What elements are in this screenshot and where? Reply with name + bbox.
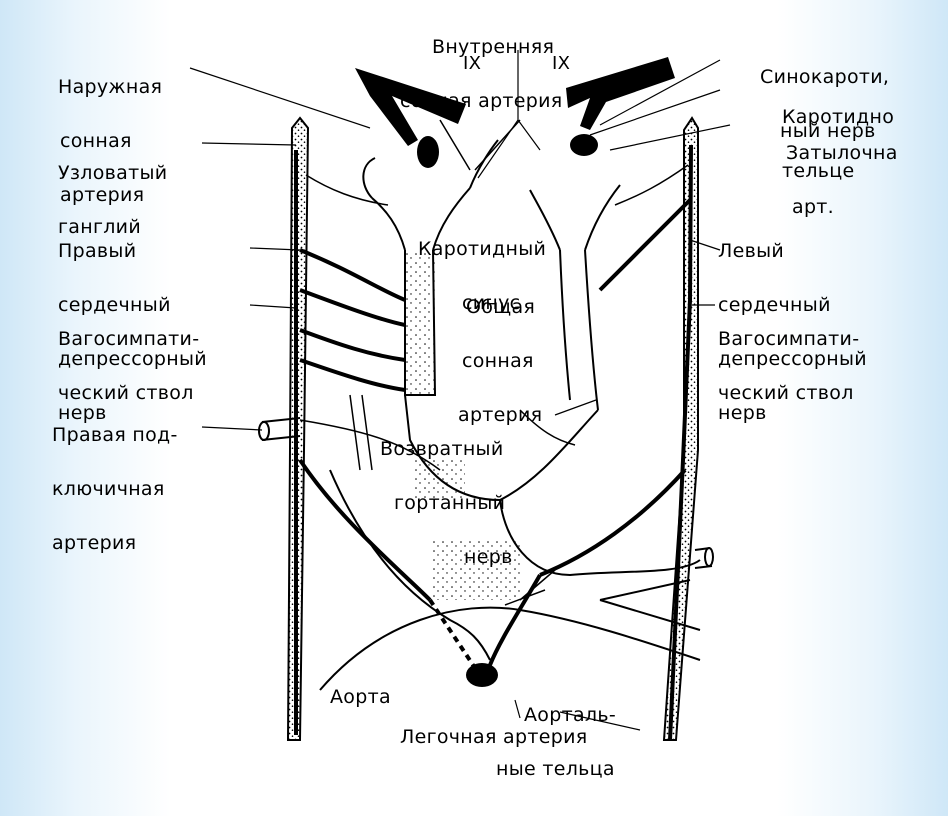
- carotid-body-right: [570, 134, 598, 156]
- label-vagosympathetic-left: Вагосимпати- ческий ствол: [718, 294, 859, 438]
- label-ix-right: IX: [552, 55, 570, 73]
- label-recurrent-laryngeal: Возвратный гортанный нерв: [380, 404, 513, 602]
- label-right-subclavian: Правая под- ключичная артерия: [52, 390, 178, 588]
- label-ix-left: IX: [463, 55, 481, 73]
- diagram-stage: Внутренняя сонная артерия IX IX Наружная…: [0, 0, 948, 751]
- label-pulmonary-artery: Легочная артерия: [400, 728, 587, 746]
- label-aorta: Аорта: [330, 688, 391, 706]
- aortic-body: [466, 663, 498, 687]
- label-internal-carotid: Внутренняя сонная артерия: [432, 2, 563, 146]
